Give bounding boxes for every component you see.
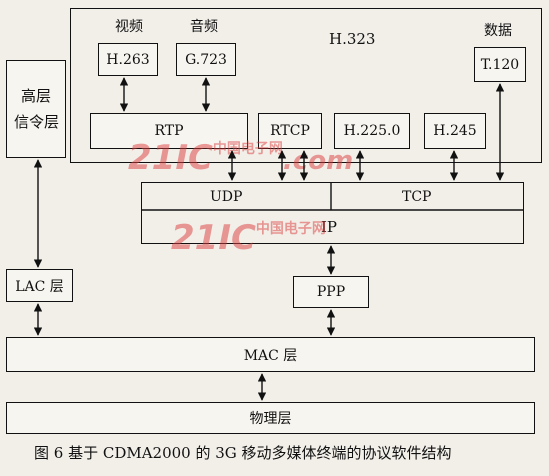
high-layer-line2: 信令层 — [14, 113, 60, 131]
mac-text: MAC 层 — [243, 347, 298, 364]
watermark-2-cn: 中国电子网 — [255, 221, 326, 237]
h2250-text: H.225.0 — [343, 123, 401, 139]
phy-text: 物理层 — [249, 411, 292, 427]
rtcp-text: RTCP — [270, 123, 310, 139]
t120-box: T.120 — [474, 47, 526, 82]
ip-label: IP — [321, 218, 338, 236]
watermark-2: 21IC中国电子网 — [171, 218, 326, 258]
lac-text: LAC 层 — [15, 278, 64, 295]
rtp-box: RTP — [90, 113, 248, 149]
h2250-box: H.225.0 — [334, 113, 410, 149]
mac-box: MAC 层 — [6, 337, 535, 372]
high-layer-box: 高层 信令层 — [6, 60, 66, 158]
h245-box: H.245 — [424, 113, 486, 149]
data-label: 数据 — [484, 23, 512, 39]
t120-text: T.120 — [480, 56, 520, 73]
g723-text: G.723 — [185, 51, 227, 68]
h245-text: H.245 — [433, 123, 477, 139]
h263-box: H.263 — [98, 43, 158, 76]
ppp-box: PPP — [293, 276, 369, 308]
rtcp-box: RTCP — [258, 113, 322, 149]
h263-text: H.263 — [106, 51, 150, 68]
video-label: 视频 — [115, 19, 143, 35]
tcp-label: TCP — [402, 189, 432, 205]
udp-tcp-ip-box — [141, 182, 524, 244]
phy-box: 物理层 — [6, 402, 535, 434]
ppp-text: PPP — [316, 284, 346, 300]
rtp-text: RTP — [154, 123, 184, 139]
high-layer-line1: 高层 — [21, 87, 52, 105]
g723-box: G.723 — [176, 43, 236, 76]
watermark-2-brand: 21IC — [171, 218, 256, 258]
watermark-1-suffix: .com — [282, 146, 354, 176]
figure-caption: 图 6 基于 CDMA2000 的 3G 移动多媒体终端的协议软件结构 — [34, 444, 452, 462]
audio-label: 音频 — [190, 19, 218, 35]
lac-box: LAC 层 — [6, 269, 73, 302]
watermark-1-brand: 21IC — [128, 138, 213, 178]
udp-label: UDP — [210, 189, 243, 205]
h323-label: H.323 — [329, 30, 376, 48]
